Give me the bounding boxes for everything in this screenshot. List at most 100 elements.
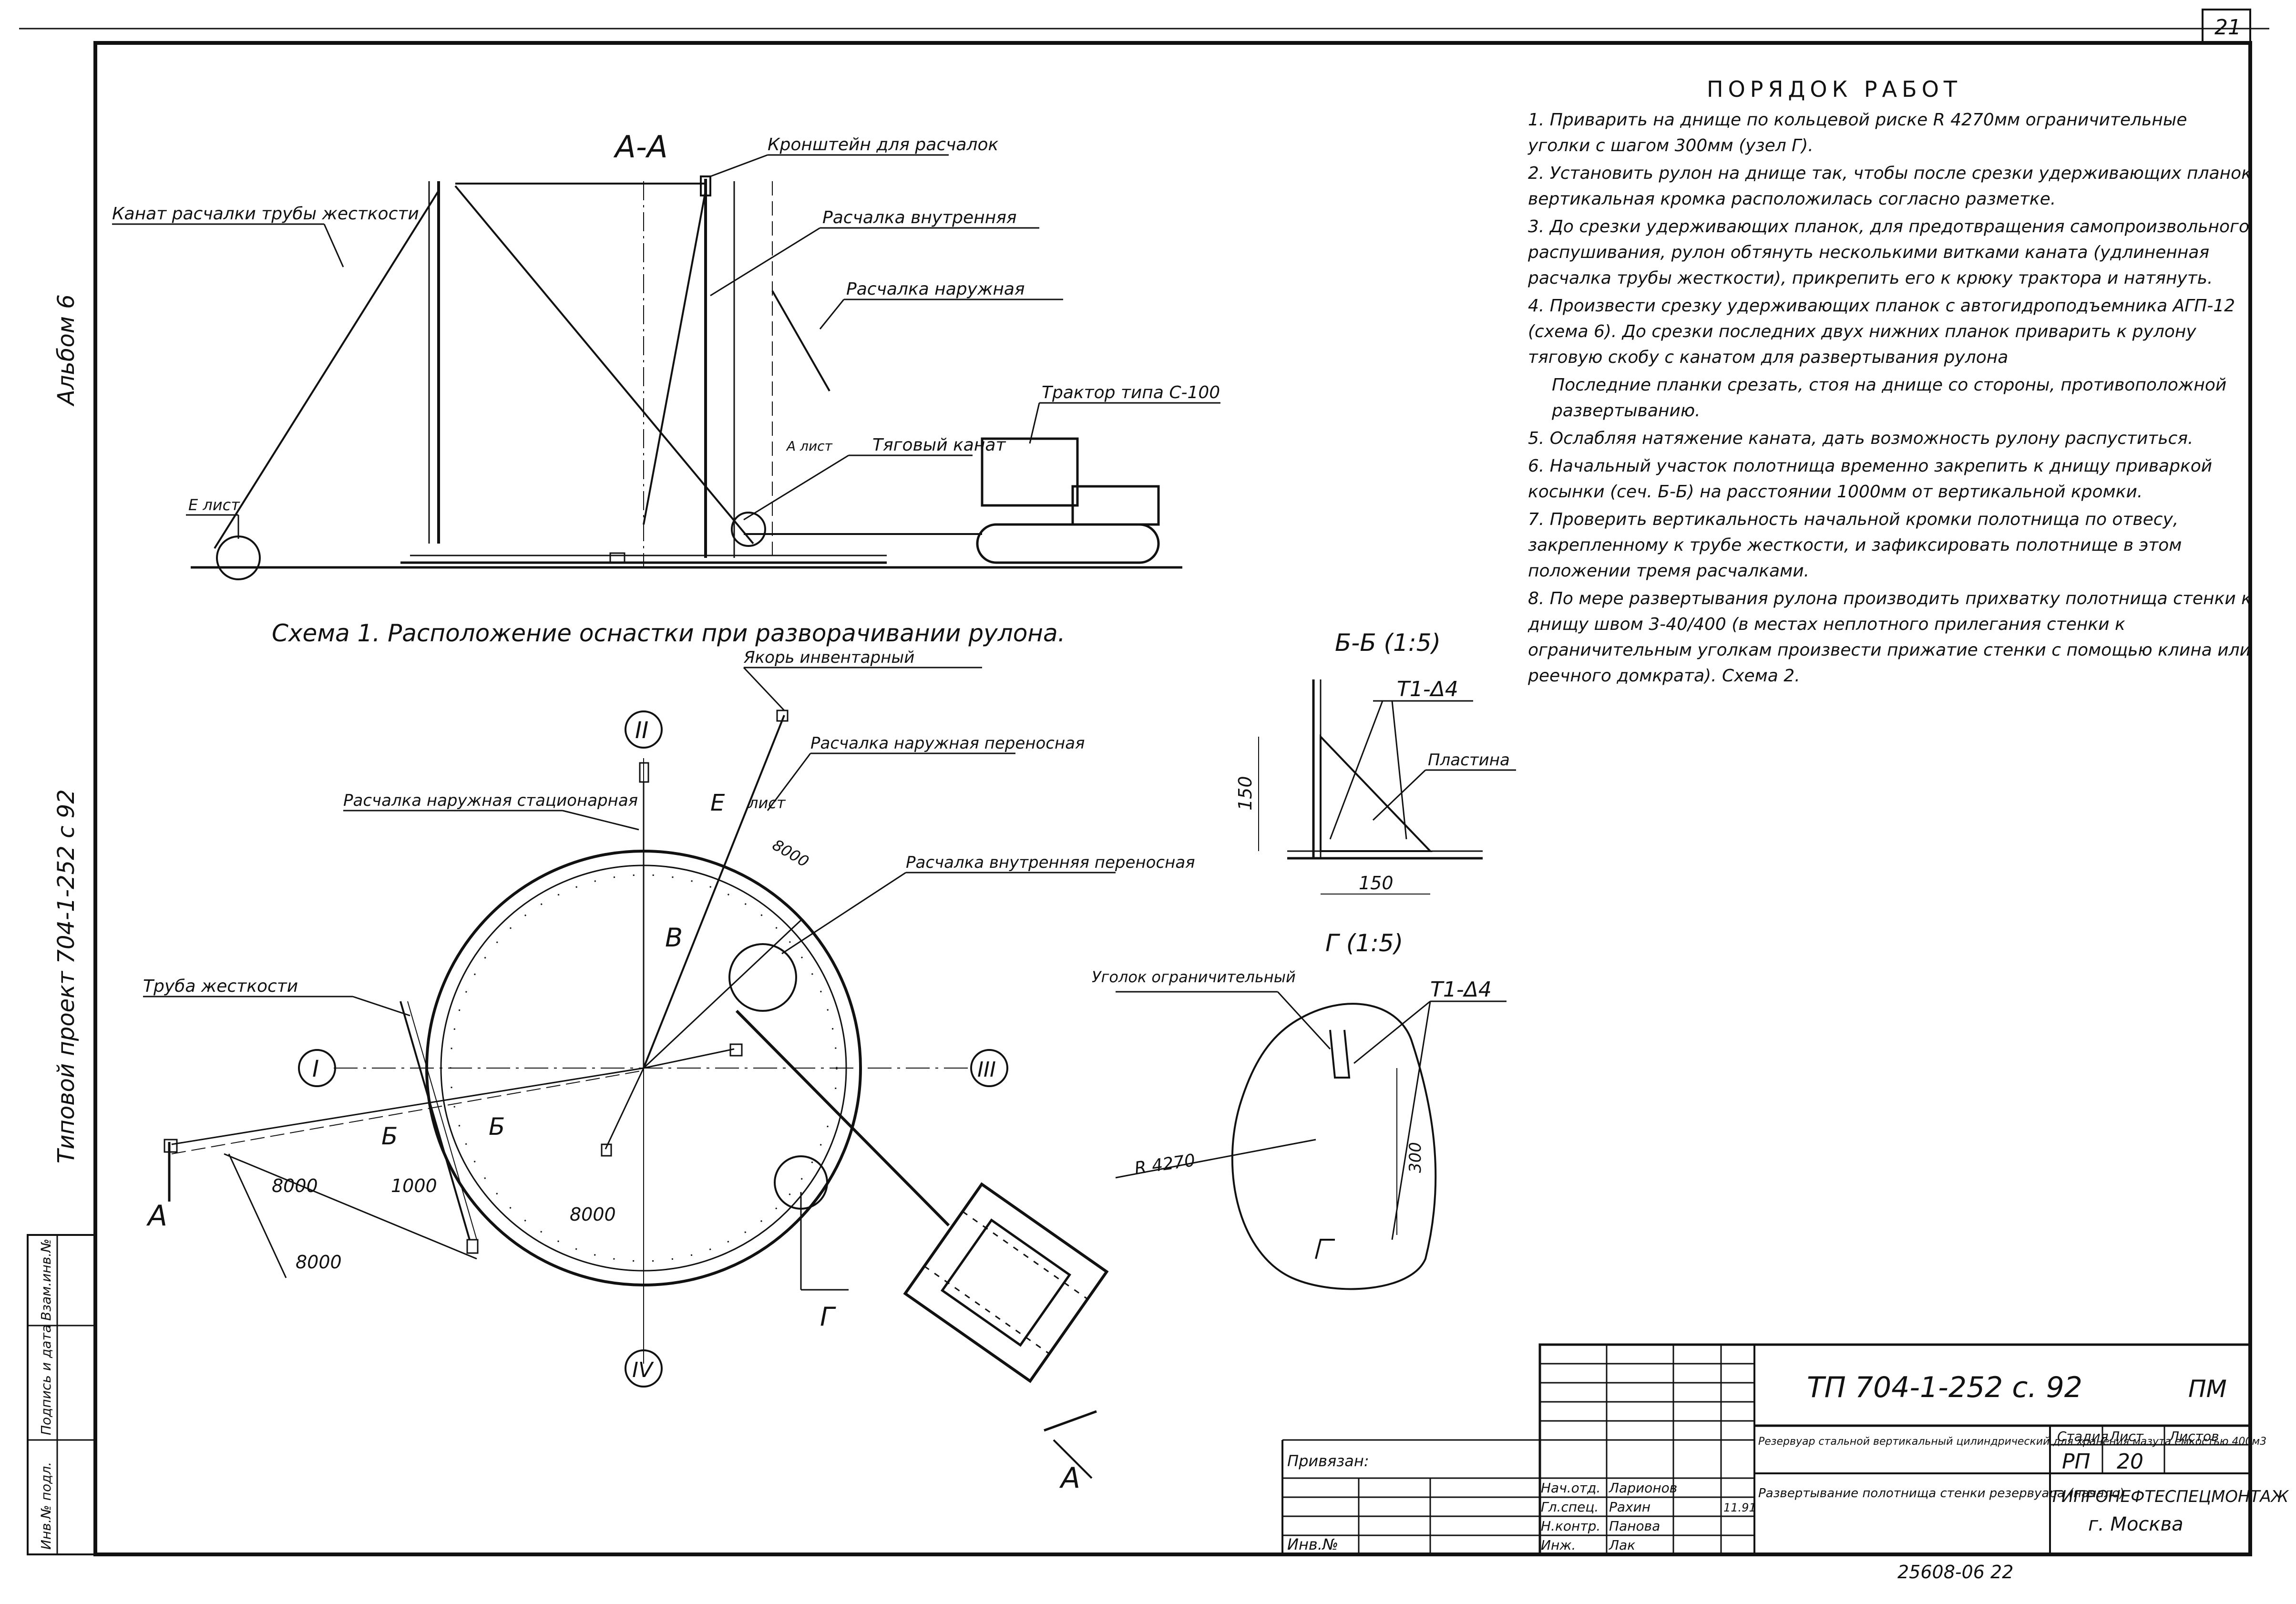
tb-inv-no: Инв.№ <box>1287 1535 1338 1553</box>
side-stamp: Взам.инв.№ Подпись и дата Инв.№ подл. <box>27 1234 96 1555</box>
tb-stage: РП <box>2062 1450 2091 1474</box>
plan-anchor: Якорь инвентарный <box>743 648 914 667</box>
tb-name-2: Рахин <box>1609 1499 1650 1515</box>
tb-name-4: Лак <box>1609 1537 1635 1553</box>
tb-role-1: Нач.отд. <box>1541 1480 1600 1496</box>
plan-mark-B2: Б <box>489 1113 505 1141</box>
tractor-cab <box>981 437 1079 507</box>
scheme1-caption: Схема 1. Расположение оснастки при разво… <box>272 619 1066 647</box>
tb-org: ГИПРОНЕФТЕСПЕЦМОНТАЖ <box>2052 1487 2289 1506</box>
plan-outer-portable-guy: Расчалка наружная переносная <box>810 734 1085 753</box>
axis-I-label: I <box>312 1056 319 1082</box>
plan-dim-8000-e: 8000 <box>769 836 812 871</box>
section-bb-dim-w: 150 <box>1359 873 1394 894</box>
section-bb-plate: Пластина <box>1428 751 1510 770</box>
tb-sheet: 20 <box>2117 1450 2143 1474</box>
plan-mark-B1: Б <box>381 1122 398 1150</box>
plan-mark-A1: А <box>146 1199 167 1233</box>
title-block: Привязан: Инв.№ Нач.отд. Гл.спец. Н.конт… <box>1281 1343 2289 1583</box>
plan-dim-8000-c: 8000 <box>296 1252 342 1273</box>
tb-name-1: Ларионов <box>1609 1480 1677 1496</box>
section-bb: Б-Б (1:5) Т1-Δ4 Пластина 150 150 <box>1235 629 1516 895</box>
axis-IV-bubble <box>625 1349 663 1388</box>
axis-I-bubble <box>298 1049 336 1087</box>
plan-mark-A2: А <box>1059 1461 1080 1495</box>
tb-role-2: Гл.спец. <box>1541 1499 1599 1515</box>
tb-sheet-h: Лист <box>2109 1429 2144 1444</box>
tractor-track <box>976 523 1160 564</box>
sheet-number-box <box>2202 9 2251 44</box>
label-tractor: Трактор типа С-100 <box>1042 383 1220 402</box>
tb-linked: Привязан: <box>1287 1452 1369 1470</box>
stamp-sign-date: Подпись и дата <box>38 1325 54 1435</box>
label-e-sheet: Е лист <box>188 496 240 514</box>
label-a-sheet: А лист <box>786 438 833 454</box>
work-steps-list: 1. Приварить на днище по кольцевой риске… <box>1528 107 2253 691</box>
plan-dim-1000: 1000 <box>391 1175 437 1196</box>
tb-role-4: Инж. <box>1541 1537 1576 1553</box>
tb-sign-date: 11.91 <box>1723 1501 1756 1514</box>
plan-outer-stationary-guy: Расчалка наружная стационарная <box>343 791 638 810</box>
tractor-body <box>1071 485 1160 526</box>
plan-sheet-word: лист <box>748 794 786 812</box>
stamp-inv-orig: Инв.№ подл. <box>38 1462 54 1550</box>
section-bb-weld: Т1-Δ4 <box>1397 677 1458 701</box>
plan-dim-8000-a: 8000 <box>272 1175 318 1196</box>
node-g-outline <box>1231 1003 1437 1290</box>
work-step-2: 2. Установить рулон на днище так, чтобы … <box>1528 164 2252 209</box>
axis-II-label: II <box>635 717 648 744</box>
label-inner-guy: Расчалка внутренняя <box>822 208 1017 227</box>
label-stiff-pipe-rope: Канат расчалки трубы жесткости <box>112 204 419 224</box>
plan-mark-G: Г <box>820 1302 836 1332</box>
work-step-7: 7. Проверить вертикальность начальной кр… <box>1528 510 2182 581</box>
tb-sheet-title: Развертывание полотнища стенки резервуар… <box>1758 1486 2124 1501</box>
roll-circle <box>728 943 797 1012</box>
node-g-dim: 300 <box>1406 1142 1425 1173</box>
album-label: Альбом 6 <box>53 294 80 407</box>
label-outer-guy: Расчалка наружная <box>846 279 1025 299</box>
axis-IV-label: IV <box>632 1358 654 1382</box>
tb-name-3: Панова <box>1609 1518 1660 1534</box>
scheme1-elevation: А-А <box>112 130 1220 647</box>
work-step-3: 3. До срезки удерживающих планок, для пр… <box>1528 217 2249 288</box>
sheet-frame <box>93 41 2252 1556</box>
node-g-title: Г (1:5) <box>1325 929 1403 957</box>
axis-III-label: III <box>977 1058 996 1082</box>
plan-mark-V: В <box>665 923 683 953</box>
axis-II-bubble <box>625 710 663 749</box>
sheet-number: 21 <box>2214 15 2241 40</box>
axis-III-bubble <box>970 1049 1008 1087</box>
node-g-weld: Т1-Δ4 <box>1430 977 1492 1002</box>
node-g-angle: Уголок ограничительный <box>1092 968 1296 986</box>
node-g: Г (1:5) Уголок ограничительный Т1-Δ4 R 4… <box>1092 929 1507 1290</box>
work-step-5: 5. Ослабляя натяжение каната, дать возмо… <box>1528 429 2194 448</box>
tb-mark: ПМ <box>2188 1375 2227 1403</box>
stiff-pipe-line <box>400 1001 471 1240</box>
work-step-4-note: Последние планки срезать, стоя на днище … <box>1552 375 2227 421</box>
label-bracket-1: Кронштейн для расчалок <box>768 135 998 154</box>
work-step-4: 4. Произвести срезку удерживающих планок… <box>1528 296 2235 367</box>
section-bb-dim-h: 150 <box>1235 776 1256 811</box>
work-step-6: 6. Начальный участок полотнища временно … <box>1528 456 2213 502</box>
project-label: Типовой проект 704-1-252 с 92 <box>53 789 80 1163</box>
tb-sheets-h: Листов <box>2169 1429 2219 1444</box>
tb-role-3: Н.контр. <box>1541 1518 1600 1534</box>
tb-object: Резервуар стальной вертикальный цилиндри… <box>1758 1436 2266 1448</box>
tb-stage-h: Стадия <box>2057 1429 2108 1444</box>
plan-inner-portable-guy: Расчалка внутренняя переносная <box>906 853 1195 872</box>
node-g-radius: R 4270 <box>1133 1151 1197 1178</box>
scheme1-section-title: А-А <box>613 130 668 165</box>
label-pull-rope: Тяговый канат <box>872 435 1006 455</box>
plan-dim-8000-b: 8000 <box>570 1204 616 1225</box>
plan-stiff-pipe: Труба жесткости <box>143 977 298 996</box>
tb-city: г. Москва <box>2088 1513 2183 1535</box>
steps-title: ПОРЯДОК РАБОТ <box>1707 76 1962 102</box>
work-step-8: 8. По мере развертывания рулона производ… <box>1528 589 2252 686</box>
plan-view: II I III IV А А В Б Б Г Е лист 8000 8000… <box>143 648 1195 1495</box>
tb-code: ТП 704-1-252 с. 92 <box>1807 1371 2082 1404</box>
stamp-replace-inv: Взам.инв.№ <box>38 1239 54 1321</box>
plan-mark-E: Е <box>710 790 725 816</box>
tb-bottom-no: 25608-06 22 <box>1897 1562 2013 1583</box>
section-bb-title: Б-Б (1:5) <box>1335 629 1441 657</box>
